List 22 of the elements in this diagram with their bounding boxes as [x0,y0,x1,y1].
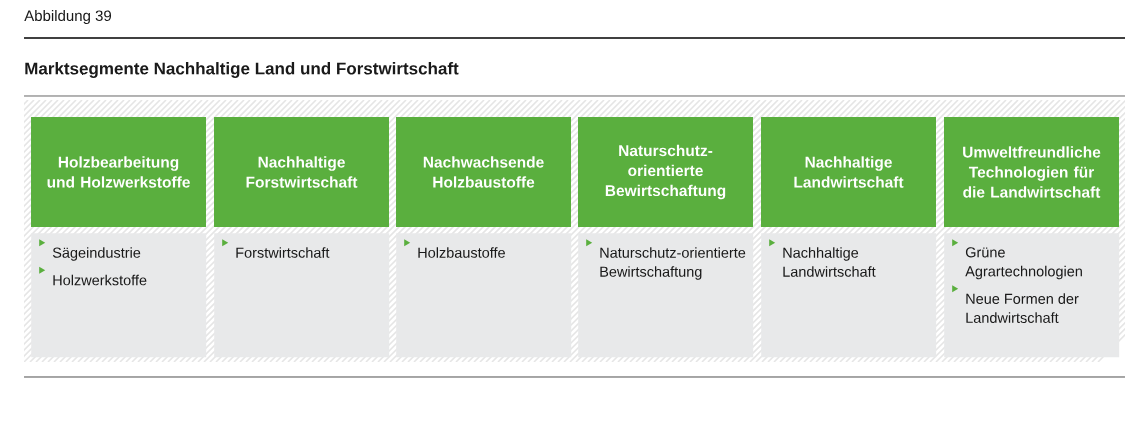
list-box [214,233,390,358]
list-item: Holzbaustoffe [404,239,505,258]
header-box: Nachhaltige Forstwirtschaft [214,117,389,227]
list-item: Neue Formen der Landwirtschaft [952,285,1079,323]
list-item: Holzwerkstoffe [39,266,147,286]
list-item: Naturschutz-orientierte Bewirtschaftung [586,239,746,280]
list-box [396,233,572,358]
list-item: Nachhaltige Landwirtschaft [769,239,876,277]
title: Marktsegmente Nachhaltige Land und Forstwirtschaft [25,62,459,78]
header-box: Nachwachsende Holzbaustoffe [396,117,571,227]
list-item: Sägeindustrie [39,239,141,261]
list-box [761,233,937,358]
header-box: Umweltfreundliche Technologien für die Landwirtschaft [944,117,1119,227]
list-item: Forstwirtschaft [222,239,330,258]
list-box [31,233,207,358]
header-box: Naturschutz-orientierte Bewirtschaftung [578,117,753,227]
header-box: Holzbearbeitung und Holzwerkstoffe [31,117,206,227]
list-item: Grüne Agrartechnologien [952,239,1082,280]
header-box: Nachhaltige Landwirtschaft [761,117,936,227]
figure-number: Abbildung 39 [24,10,112,24]
list-box [944,233,1120,358]
list-box [578,233,754,358]
